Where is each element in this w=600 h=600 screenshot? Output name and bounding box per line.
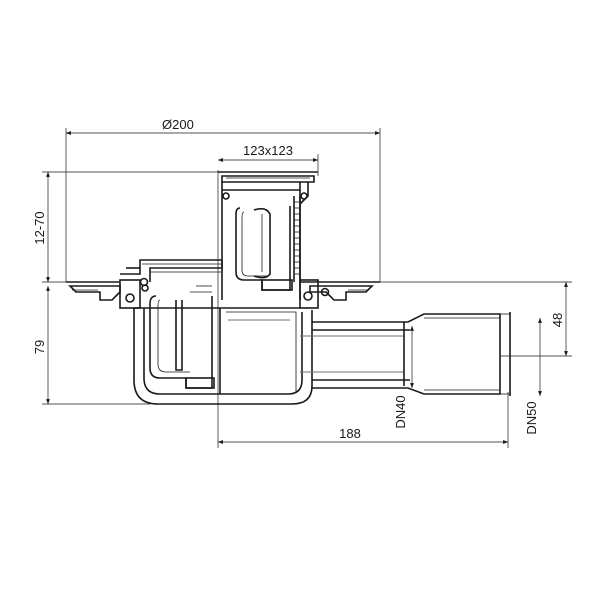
ribbed-collar [293,196,301,282]
outlet-length-label: 188 [339,426,361,441]
height-body-label: 79 [32,340,47,354]
dimension-lines [42,128,572,448]
drain-body [66,279,511,405]
diameter-label: Ø200 [162,117,194,132]
height-adjust-label: 12-70 [32,211,47,244]
dn-outer-label: DN50 [524,401,539,434]
dn-inner-label: DN40 [393,395,408,428]
upper-extension [120,171,318,300]
pipe-height-label: 48 [550,313,565,327]
grate-size-label: 123x123 [243,143,293,158]
